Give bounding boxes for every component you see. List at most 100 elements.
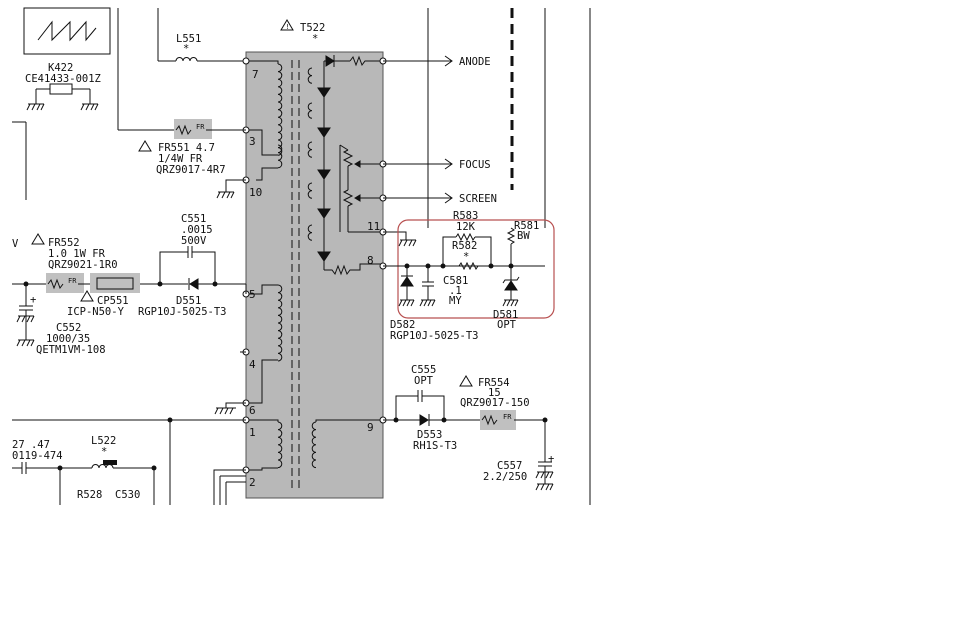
svg-text:FR: FR	[503, 413, 512, 421]
l551-name: L551	[176, 33, 201, 45]
d582-name: D582	[390, 319, 415, 331]
anode-label: ANODE	[459, 56, 491, 68]
r583-name: R583	[453, 210, 478, 222]
ground-icon	[535, 471, 554, 479]
r583-value: 12K	[456, 221, 476, 233]
t522-name: T522	[300, 22, 325, 34]
focus-pot	[342, 149, 354, 167]
ground-icon	[535, 483, 554, 491]
l522-coil	[91, 464, 114, 469]
r582-name: R582	[452, 240, 477, 252]
k422-waveform	[37, 20, 97, 42]
r582-star: *	[463, 251, 469, 263]
ground-icon	[16, 339, 35, 347]
c581-name: C581	[443, 275, 468, 287]
c551-name: C551	[181, 213, 206, 225]
d581-opt: OPT	[497, 319, 517, 331]
primary-coil	[277, 284, 283, 362]
diode-icon	[189, 278, 199, 290]
ground-icon	[502, 299, 519, 307]
pin-number: 10	[249, 186, 262, 199]
l522-name: L522	[91, 435, 116, 447]
d551-part: RGP10J-5025-T3	[138, 306, 227, 318]
pin9-circuit: FR + C555 OPT FR554 15 QRZ9017-150 D553 …	[383, 364, 554, 491]
c557-name: C557	[497, 460, 522, 472]
pin-number: 5	[249, 288, 256, 301]
fr551-part: QRZ9017-4R7	[156, 164, 226, 176]
l551-star: *	[183, 43, 189, 55]
primary-coil	[277, 144, 283, 169]
pin-number: 6	[249, 404, 256, 417]
warning-icon	[459, 375, 473, 387]
primary-coil	[277, 63, 283, 156]
r581-name: R581	[514, 220, 539, 232]
fr552-highlight	[46, 273, 84, 293]
pin-number: 11	[367, 220, 380, 233]
svg-text:+: +	[548, 453, 554, 465]
ground-icon	[16, 315, 35, 323]
c552-value: 1000/35	[46, 333, 90, 345]
pin-number: 9	[367, 421, 374, 434]
pin-number: 4	[249, 358, 256, 371]
fr552-line2: 1.0 1W FR	[48, 248, 106, 260]
warning-icon	[280, 19, 294, 31]
c551-volt: 500V	[181, 235, 207, 247]
c581-type: MY	[449, 295, 462, 307]
d581-name: D581	[493, 309, 518, 321]
pin-number: 7	[252, 68, 259, 81]
diode-icon	[400, 276, 414, 287]
d553-name: D553	[417, 429, 442, 441]
d551-name: D551	[176, 295, 201, 307]
c555-name: C555	[411, 364, 436, 376]
pin5-row: FR C551 .0015 500V FR552 1.0 1W FR QRZ90…	[12, 213, 247, 318]
c530-name: C530	[115, 489, 140, 501]
k422-box	[23, 7, 111, 55]
secondary-coil	[311, 421, 317, 469]
c551-value: .0015	[181, 224, 213, 236]
cp551-part: ICP-N50-Y	[67, 306, 125, 318]
left-val2: 0119-474	[12, 450, 63, 462]
ground-icon	[80, 103, 99, 111]
v-mark: V	[12, 238, 19, 250]
highlight-box	[397, 219, 555, 319]
fr554-name: FR554	[478, 377, 510, 389]
left-val1: 27 .47	[12, 439, 50, 451]
ground-icon	[214, 407, 236, 415]
d553-part: RH1S-T3	[413, 440, 457, 452]
l551-component: L551 *	[157, 8, 246, 62]
warning-icon	[80, 290, 94, 302]
fr551-line2: 1/4W FR	[158, 153, 203, 165]
t522-star: *	[312, 33, 318, 45]
fr551-component: FR FR551 4.7 1/4W FR QRZ9017-4R7	[117, 8, 246, 176]
pin8-circuit: R583 12K R582 * R581 BW C581 .1 MY	[383, 210, 555, 342]
l522-star: *	[101, 446, 107, 458]
fr-tag: FR	[196, 123, 205, 131]
ground-icon	[398, 239, 417, 247]
diode-icon	[317, 87, 331, 98]
k422-spark-gap	[49, 83, 73, 95]
ground-icon	[398, 299, 415, 307]
diode-icon	[317, 251, 331, 262]
screen-label: SCREEN	[459, 193, 497, 205]
r528-name: R528	[77, 489, 102, 501]
c555-opt: OPT	[414, 375, 434, 387]
fr552-part: QRZ9021-1R0	[48, 259, 118, 271]
svg-text:FR: FR	[68, 277, 77, 285]
fr551-highlight	[174, 119, 212, 139]
l522-core	[103, 460, 117, 465]
c581-value: .1	[449, 285, 462, 297]
cp551-name: CP551	[97, 295, 129, 307]
diode-icon	[419, 414, 429, 426]
k422-name: K422	[48, 62, 73, 74]
diode-icon	[317, 208, 331, 219]
pin-number: 1	[249, 426, 256, 439]
cp551-fuse	[96, 277, 134, 290]
l522-component: 27 .47 0119-474 L522 * R528 C530	[12, 435, 154, 505]
warning-icon	[31, 233, 45, 245]
c552-component: + C552 1000/35 QETM1VM-108	[16, 284, 106, 356]
ground-icon	[419, 299, 436, 307]
zener-icon	[504, 280, 518, 291]
fr554-part: QRZ9017-150	[460, 397, 530, 409]
screen-pot	[342, 189, 354, 207]
